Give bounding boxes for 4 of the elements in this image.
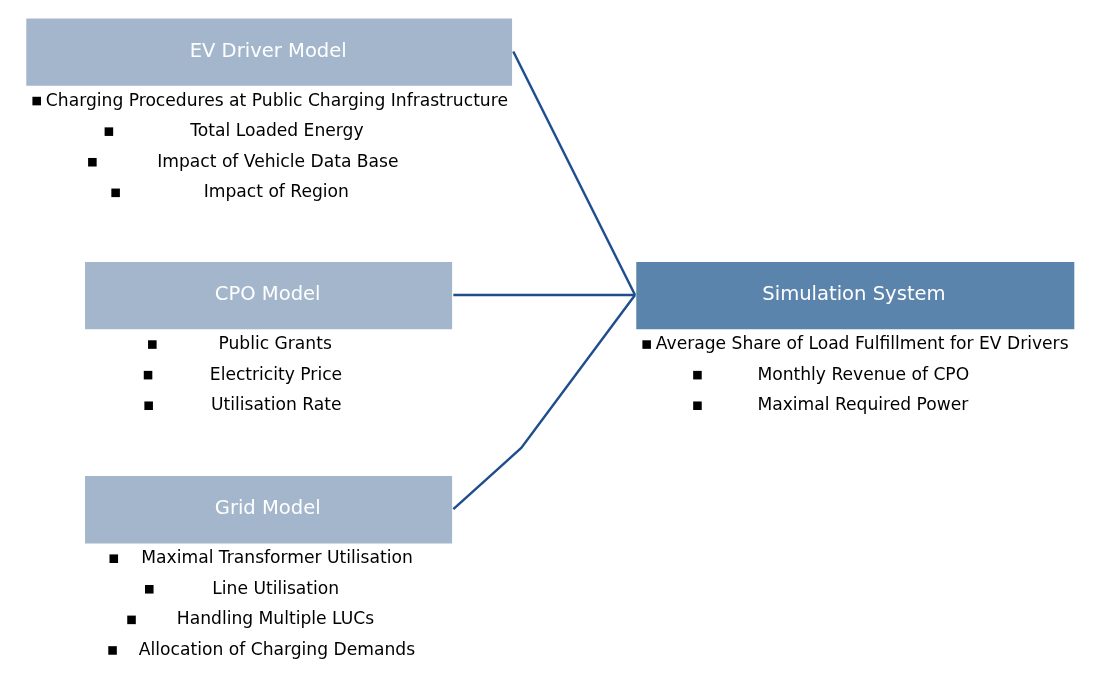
connector bbox=[512, 50, 637, 296]
connector bbox=[453, 293, 636, 297]
node-label: Maximal Required Power bbox=[757, 394, 969, 415]
connector bbox=[452, 294, 637, 511]
